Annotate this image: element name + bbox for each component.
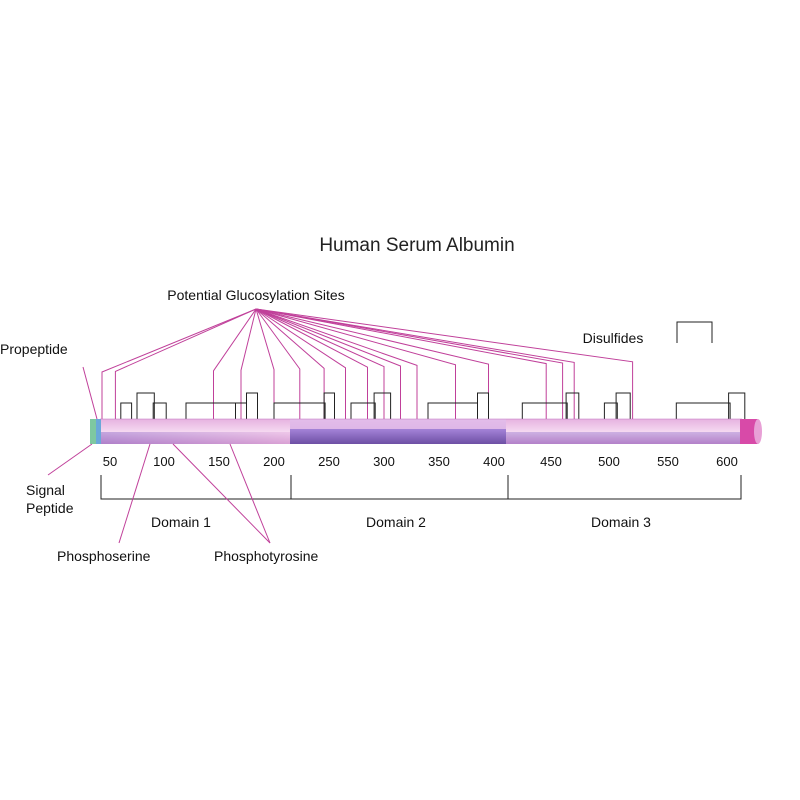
- tick-label: 350: [428, 454, 450, 469]
- phosphotyrosine-label: Phosphotyrosine: [214, 548, 319, 564]
- disulfide-bridge: [273, 402, 326, 419]
- tick-label: 150: [208, 454, 230, 469]
- disulfide-bridge: [615, 392, 631, 419]
- signal-peptide-label-line1: Signal: [26, 482, 65, 498]
- glycosylation-site-line: [255, 308, 368, 419]
- glycosylation-site-line: [101, 308, 257, 419]
- glycosylation-site-line: [255, 308, 346, 419]
- phosphotyrosine-leader: [172, 443, 271, 544]
- glycosylation-site-line: [255, 308, 385, 419]
- disulfide-bridge: [185, 402, 236, 419]
- domain-1-bracket: [100, 475, 291, 500]
- glycosylation-site-line: [255, 308, 456, 419]
- domain-3-shading: [506, 432, 742, 444]
- domain-2-label: Domain 2: [366, 514, 426, 530]
- disulfide-bridge: [565, 392, 580, 419]
- domain-brackets: [100, 475, 742, 500]
- signal-peptide-segment: [90, 419, 96, 444]
- protein-bar: [90, 418, 762, 444]
- diagram-title: Human Serum Albumin: [319, 235, 514, 256]
- bar-end-cap: [754, 419, 762, 444]
- tick-label: 500: [598, 454, 620, 469]
- signal-peptide-leader: [47, 443, 93, 476]
- phosphoserine-leader: [118, 443, 151, 544]
- domain-1-label: Domain 1: [151, 514, 211, 530]
- glycosylation-site-line: [255, 308, 275, 419]
- disulfide-bridge: [521, 402, 568, 419]
- glycosylation-site-line: [255, 308, 301, 419]
- tick-label: 100: [153, 454, 175, 469]
- glycosylation-site-line: [255, 308, 547, 419]
- tick-label: 550: [657, 454, 679, 469]
- domain-3-label: Domain 3: [591, 514, 651, 530]
- tick-label: 400: [483, 454, 505, 469]
- glycosylation-site-line: [255, 308, 401, 419]
- propeptide-segment: [96, 419, 101, 444]
- disulfide-bridge: [152, 402, 167, 419]
- disulfide-bridge: [477, 392, 489, 419]
- disulfide-bridge: [323, 392, 335, 419]
- tick-label: 250: [318, 454, 340, 469]
- disulfide-bridge: [603, 402, 618, 419]
- tick-label: 50: [103, 454, 117, 469]
- disulfide-legend-bracket: [676, 321, 713, 343]
- c-terminal-segment: [740, 419, 758, 444]
- domain-3-bracket: [507, 475, 742, 500]
- tick-label: 450: [540, 454, 562, 469]
- disulfide-bridge: [675, 402, 731, 419]
- domain-3-segment: [506, 419, 742, 444]
- disulfide-bridge: [350, 402, 376, 419]
- disulfide-bridge: [427, 402, 478, 419]
- disulfide-bridge: [120, 402, 133, 419]
- glycosylation-site-line: [114, 308, 257, 419]
- propeptide-leader: [82, 366, 98, 420]
- glycosylation-site-line: [255, 308, 634, 419]
- glycosylation-label: Potential Glucosylation Sites: [167, 287, 344, 303]
- annotation-leaders: [47, 366, 271, 544]
- glycosylation-site-line: [255, 308, 418, 419]
- disulfide-bridge: [136, 392, 155, 419]
- domain-2-highlight: [290, 419, 506, 429]
- glycosylation-site-line: [255, 308, 564, 419]
- glycosylation-site-line: [255, 308, 575, 419]
- disulfide-bridge: [373, 392, 392, 419]
- tick-label: 200: [263, 454, 285, 469]
- position-axis: 50 100 150 200 250 300 350 400 450 500 5…: [103, 454, 738, 469]
- disulfide-bridge: [728, 392, 746, 419]
- tick-label: 300: [373, 454, 395, 469]
- phosphoserine-label: Phosphoserine: [57, 548, 151, 564]
- disulfides-label: Disulfides: [583, 330, 644, 346]
- domain-2-bracket: [290, 475, 508, 500]
- signal-peptide-label-line2: Peptide: [26, 500, 74, 516]
- disulfide-bridges: [120, 392, 746, 419]
- propeptide-label: Propeptide: [0, 341, 68, 357]
- disulfide-bridge: [246, 392, 258, 419]
- domain-1-shading: [100, 432, 290, 444]
- tick-label: 600: [716, 454, 738, 469]
- phosphotyrosine-leader: [229, 443, 271, 544]
